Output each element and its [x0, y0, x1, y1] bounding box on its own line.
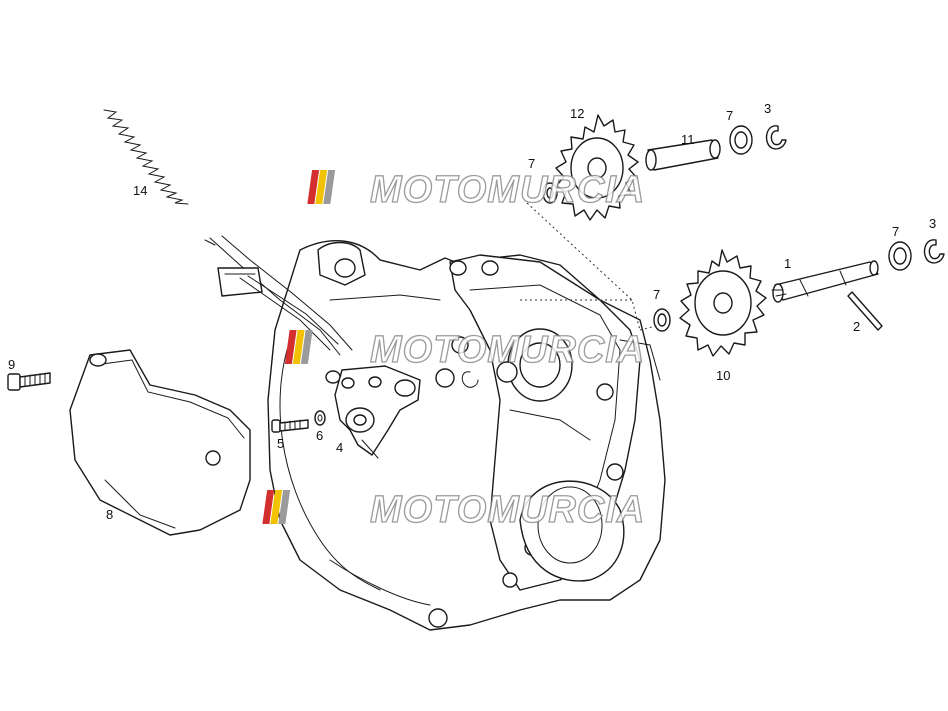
watermark-3: MOTOMURCIA	[262, 488, 645, 532]
callout-9: 9	[8, 357, 15, 372]
gear-12	[555, 114, 639, 221]
callouts: 12 11 7 3 7 7 3 1 7 2 10 14 9 5 6 4 8	[8, 101, 936, 522]
pin-2	[847, 291, 883, 331]
washer-6	[314, 410, 326, 426]
svg-text:MOTOMURCIA: MOTOMURCIA	[370, 329, 645, 371]
gear-10	[679, 249, 767, 357]
callout-7-d: 7	[528, 156, 535, 171]
screw-5	[271, 419, 309, 433]
washer-7-b	[888, 241, 912, 271]
circlip-3-a	[765, 125, 787, 150]
callout-8: 8	[106, 507, 113, 522]
stripe-yellow	[315, 170, 328, 204]
callout-3-b: 3	[929, 216, 936, 231]
callout-4: 4	[336, 440, 343, 455]
pin-11	[645, 139, 721, 171]
callout-7-c: 7	[653, 287, 660, 302]
callout-6: 6	[316, 428, 323, 443]
svg-text:MOTOMURCIA: MOTOMURCIA	[370, 169, 645, 211]
callout-5: 5	[277, 436, 284, 451]
callout-10: 10	[716, 368, 730, 383]
shaft-1	[771, 260, 879, 303]
callout-11: 11	[681, 132, 695, 147]
callout-12: 12	[570, 106, 584, 121]
oil-pump	[334, 365, 421, 459]
pump-cover	[69, 349, 251, 536]
circlip-3-b	[923, 239, 945, 264]
callout-1: 1	[784, 256, 791, 271]
watermark-1: MOTOMURCIA	[307, 168, 645, 212]
callout-2: 2	[853, 319, 860, 334]
washer-7-a	[729, 125, 753, 155]
washer-7-d	[542, 182, 558, 204]
crankcase	[267, 240, 666, 631]
svg-text:MOTOMURCIA: MOTOMURCIA	[370, 489, 645, 531]
callout-14: 14	[133, 183, 147, 198]
callout-7-b: 7	[892, 224, 899, 239]
washer-7-c	[653, 308, 671, 332]
small-circlip	[435, 368, 479, 388]
callout-3-a: 3	[764, 101, 771, 116]
callout-7-a: 7	[726, 108, 733, 123]
stripe-gray	[323, 170, 336, 204]
spring-14	[103, 109, 189, 205]
alignment-lines	[520, 202, 661, 331]
stripe-red	[307, 170, 320, 204]
screw-9	[7, 372, 51, 391]
oil-tube	[204, 235, 353, 384]
watermark-2: MOTOMURCIA	[284, 328, 645, 372]
